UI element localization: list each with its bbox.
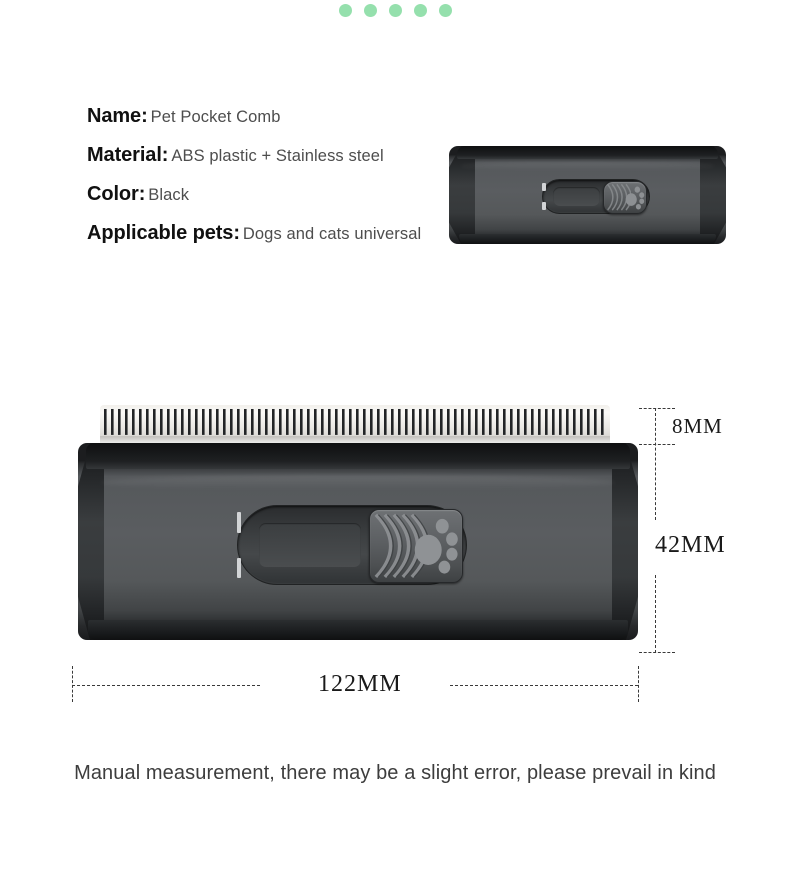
spec-label-applicable-pets: Applicable pets: [87, 222, 240, 244]
decorative-dot [438, 4, 452, 17]
dimension-label-width: 122MM [318, 671, 402, 697]
dimension-line-width-left [72, 685, 260, 686]
slider-notch-main [237, 512, 241, 533]
dimension-tick-right [638, 666, 639, 702]
blade-shadow [100, 436, 610, 447]
device-top-bevel [457, 146, 718, 159]
product-side-view [449, 146, 726, 244]
spec-label-name: Name: [87, 105, 148, 127]
slider-notch [542, 201, 546, 211]
device-edge-right [700, 146, 726, 244]
paw-print-icon-main [411, 514, 458, 577]
specification-list: Name:Pet Pocket Comb Material:ABS plasti… [87, 104, 507, 246]
comb-teeth: teeth [100, 405, 610, 437]
slider-slot [552, 187, 601, 206]
dimension-tick-left [72, 666, 73, 702]
decorative-dot [338, 4, 352, 17]
device-highlight-main [100, 474, 616, 491]
comb-blade: teeth [100, 405, 610, 447]
device-edge-right-main [612, 443, 638, 640]
dimension-tick-blade-top [639, 408, 675, 409]
product-front-view [78, 443, 638, 640]
device-bottom-bevel-main [88, 620, 628, 640]
spec-row-name: Name:Pet Pocket Comb [87, 104, 507, 129]
spec-row-color: Color:Black [87, 182, 507, 207]
device-edge-left [449, 146, 475, 244]
spec-value-applicable-pets: Dogs and cats universal [242, 225, 422, 243]
device-bottom-bevel [459, 234, 716, 244]
slider-knob-small[interactable] [603, 181, 648, 214]
decorative-dot-row [0, 4, 790, 17]
device-edge-left-main [78, 443, 104, 640]
device-top-bevel-main [86, 443, 630, 469]
spec-row-applicable-pets: Applicable pets:Dogs and cats universal [87, 221, 507, 246]
measurement-disclaimer: Manual measurement, there may be a sligh… [74, 762, 716, 784]
dimension-label-blade-height: 8MM [672, 414, 723, 438]
decorative-dot [388, 4, 402, 17]
dimension-guide-vertical-bottom [655, 575, 656, 653]
spec-value-color: Black [148, 186, 190, 204]
decorative-dot [413, 4, 427, 17]
dimension-label-body-height: 42MM [655, 532, 726, 558]
spec-label-color: Color: [87, 183, 146, 205]
device-highlight [460, 161, 715, 170]
slider-track-small[interactable] [542, 179, 650, 214]
decorative-dot [363, 4, 377, 17]
dimension-tick-blade-bottom [639, 444, 675, 445]
spec-value-material: ABS plastic + Stainless steel [171, 147, 384, 165]
dimension-tick-body-bottom [639, 652, 675, 653]
spec-label-material: Material: [87, 144, 169, 166]
slider-track-main[interactable] [237, 505, 467, 585]
slider-notch-main [237, 557, 241, 578]
dimension-guide-vertical-top [655, 408, 656, 520]
spec-value-name: Pet Pocket Comb [150, 108, 281, 126]
slider-knob-main[interactable] [369, 509, 463, 583]
dimension-line-width-right [450, 685, 638, 686]
spec-row-material: Material:ABS plastic + Stainless steel [87, 143, 507, 168]
ridge-lines-icon-main [372, 510, 429, 582]
slider-slot-main [258, 523, 362, 567]
paw-print-icon [623, 184, 645, 211]
slider-notch [542, 182, 546, 192]
